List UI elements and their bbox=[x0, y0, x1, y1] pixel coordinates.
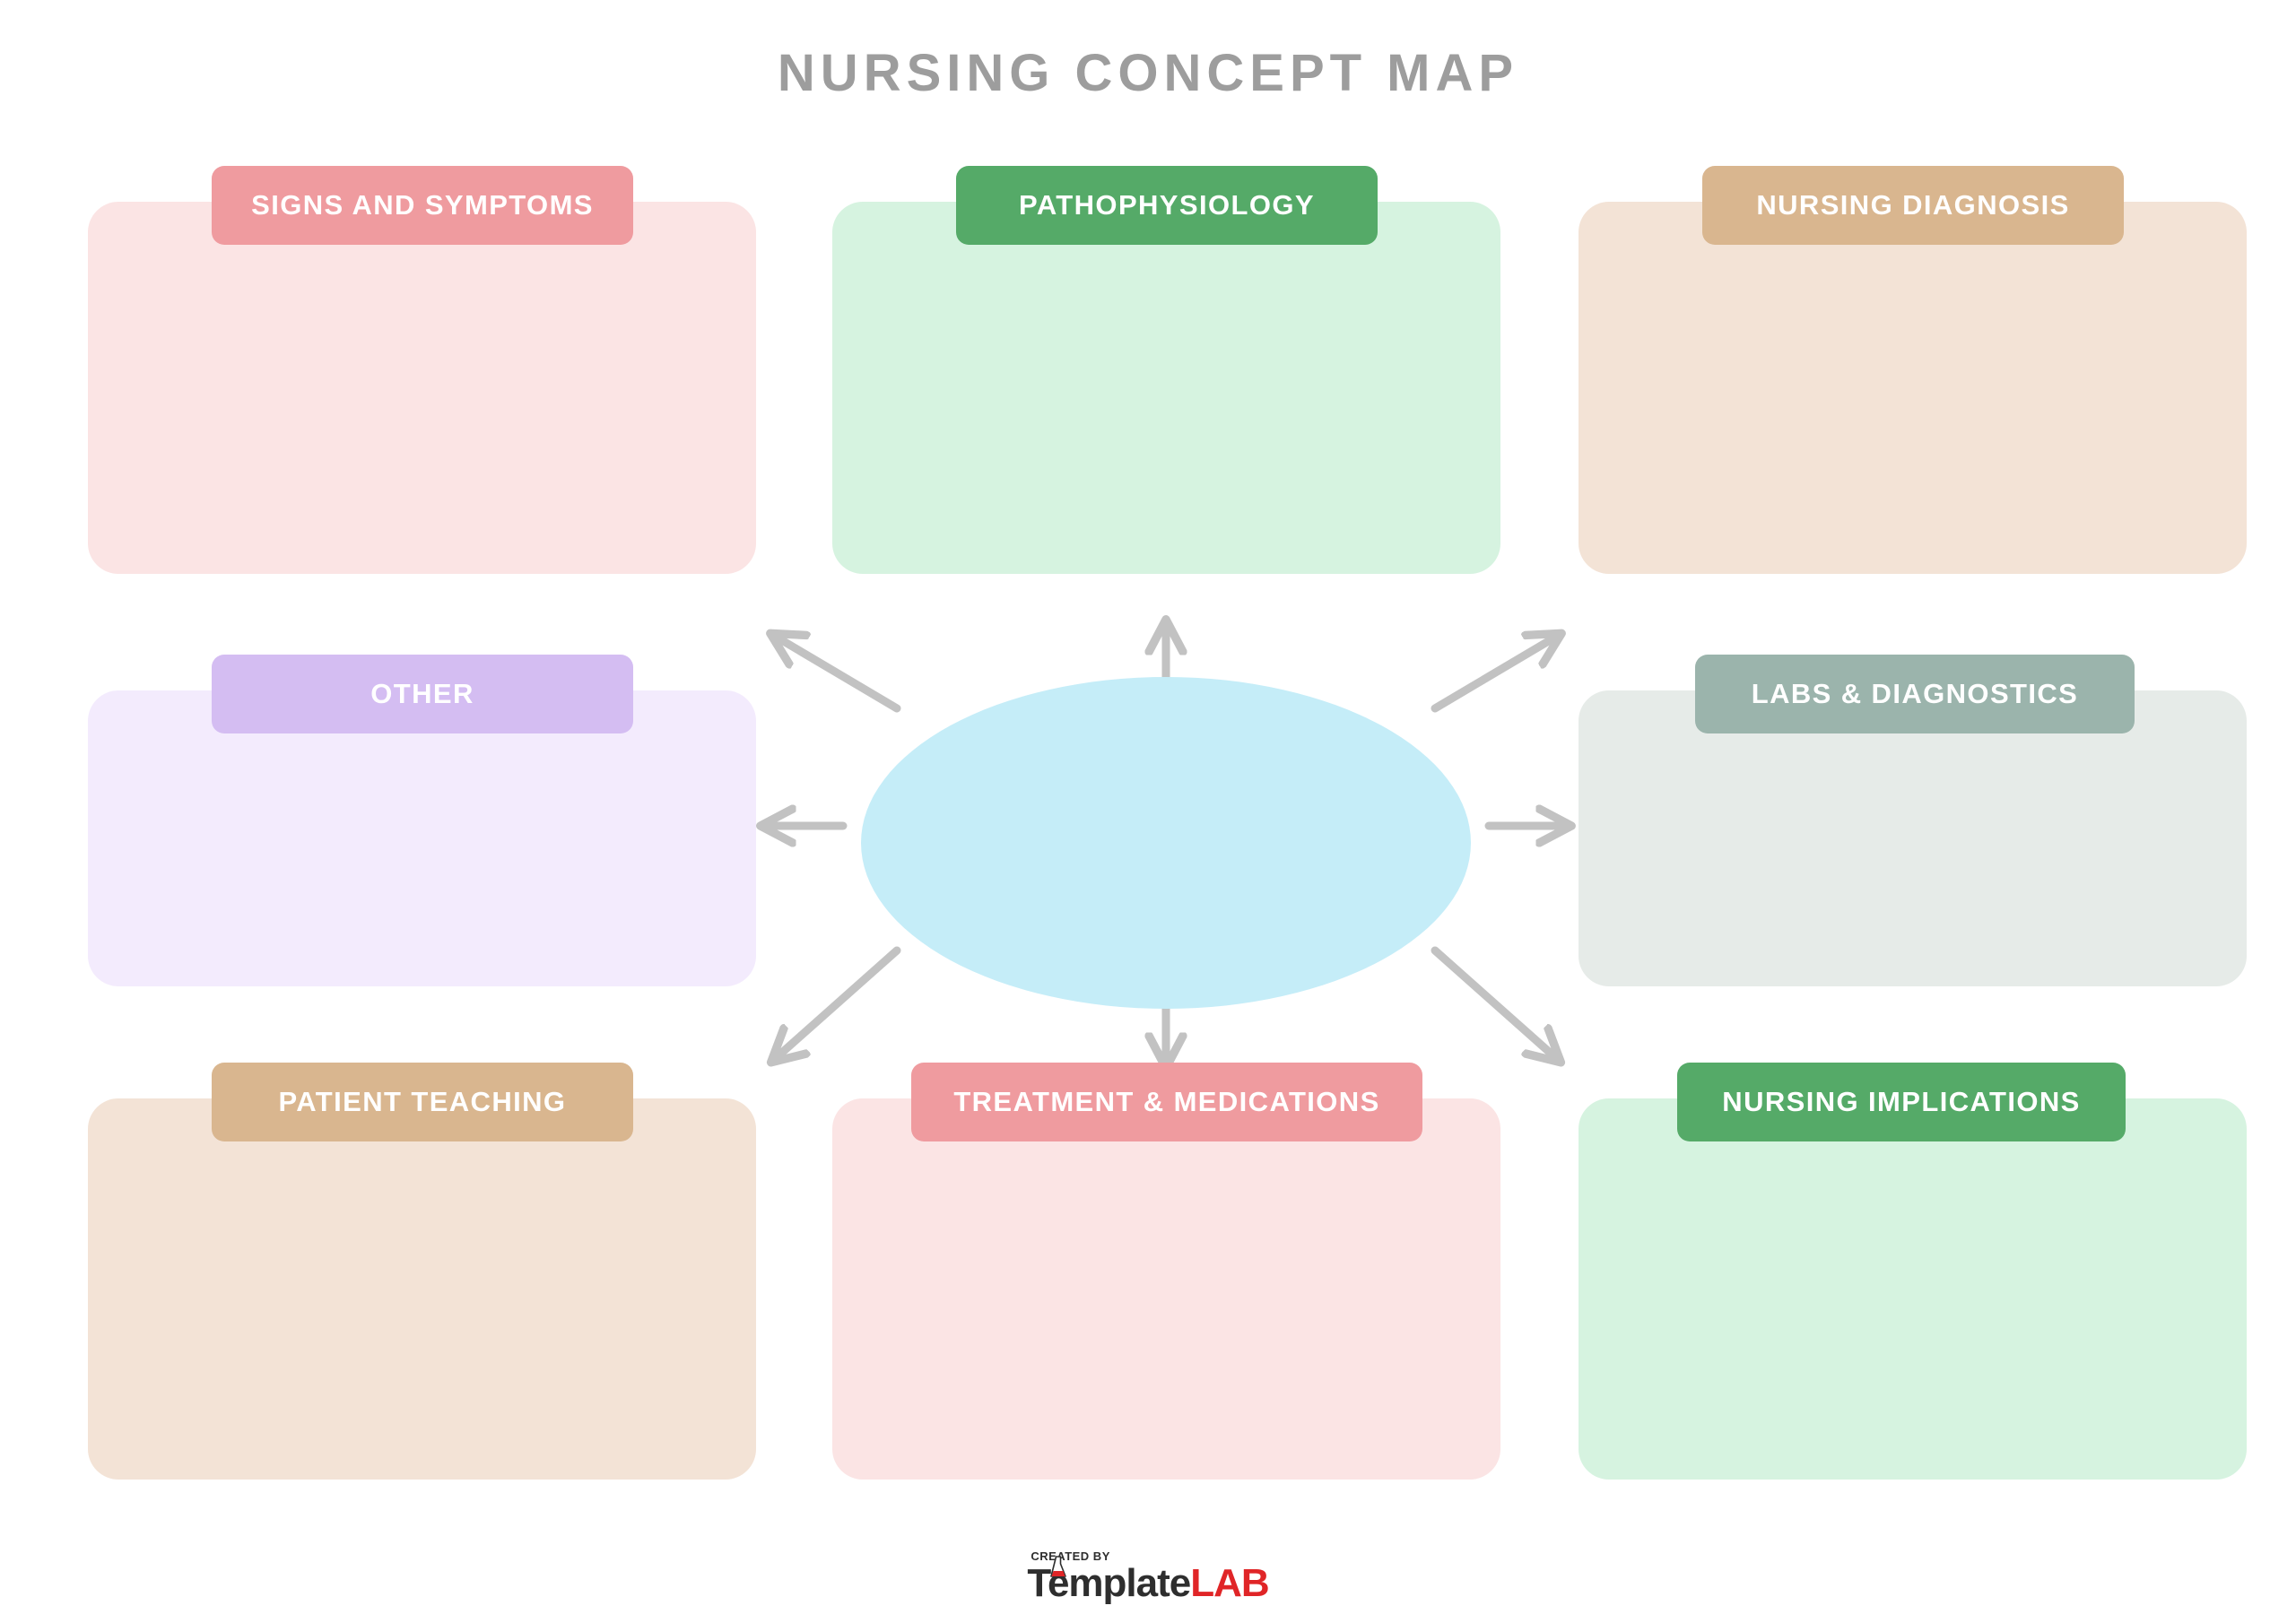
footer-logo: CREATED BY Template LAB bbox=[0, 1550, 2296, 1603]
panel-label-other: OTHER bbox=[370, 678, 474, 709]
panel-body-labs-and-diagnostics[interactable] bbox=[1578, 690, 2247, 986]
page-title: NURSING CONCEPT MAP bbox=[777, 44, 1519, 102]
panel-header-pathophysiology: PATHOPHYSIOLOGY bbox=[956, 166, 1378, 245]
logo-word-lab: LAB bbox=[1190, 1561, 1269, 1605]
panel-nursing-diagnosis: NURSING DIAGNOSIS bbox=[1578, 166, 2247, 574]
panel-header-other: OTHER bbox=[212, 655, 633, 733]
templatelab-logo: CREATED BY Template LAB bbox=[1027, 1549, 1270, 1605]
concept-map-grid: SIGNS AND SYMPTOMS PATHOPHYSIOLOGY NURSI… bbox=[0, 166, 2296, 1529]
panel-patient-teaching: PATIENT TEACHING bbox=[88, 1063, 756, 1480]
logo-wordmark: Template LAB bbox=[1027, 1556, 1270, 1605]
panel-header-patient-teaching: PATIENT TEACHING bbox=[212, 1063, 633, 1141]
flask-icon bbox=[1050, 1556, 1067, 1577]
panel-label-nursing-diagnosis: NURSING DIAGNOSIS bbox=[1756, 189, 2070, 221]
panel-body-patient-teaching[interactable] bbox=[88, 1098, 756, 1480]
panel-label-patient-teaching: PATIENT TEACHING bbox=[278, 1086, 567, 1117]
panel-body-treatment-and-medications[interactable] bbox=[832, 1098, 1500, 1480]
panel-header-nursing-implications: NURSING IMPLICATIONS bbox=[1677, 1063, 2126, 1141]
panel-other: OTHER bbox=[88, 655, 756, 986]
panel-header-treatment-and-medications: TREATMENT & MEDICATIONS bbox=[911, 1063, 1422, 1141]
panel-labs-and-diagnostics: LABS & DIAGNOSTICS bbox=[1578, 655, 2247, 986]
panel-header-labs-and-diagnostics: LABS & DIAGNOSTICS bbox=[1695, 655, 2135, 733]
logo-created-by-label: CREATED BY bbox=[1031, 1549, 1110, 1563]
panel-body-nursing-diagnosis[interactable] bbox=[1578, 202, 2247, 574]
panel-label-labs-and-diagnostics: LABS & DIAGNOSTICS bbox=[1751, 678, 2079, 709]
panel-label-signs-and-symptoms: SIGNS AND SYMPTOMS bbox=[251, 189, 594, 221]
panel-signs-and-symptoms: SIGNS AND SYMPTOMS bbox=[88, 166, 756, 574]
central-topic-ellipse[interactable] bbox=[861, 677, 1471, 1009]
panel-pathophysiology: PATHOPHYSIOLOGY bbox=[832, 166, 1500, 574]
panel-label-treatment-and-medications: TREATMENT & MEDICATIONS bbox=[953, 1086, 1380, 1117]
panel-nursing-implications: NURSING IMPLICATIONS bbox=[1578, 1063, 2247, 1480]
panel-treatment-and-medications: TREATMENT & MEDICATIONS bbox=[832, 1063, 1500, 1480]
panel-header-signs-and-symptoms: SIGNS AND SYMPTOMS bbox=[212, 166, 633, 245]
panel-body-other[interactable] bbox=[88, 690, 756, 986]
panel-label-nursing-implications: NURSING IMPLICATIONS bbox=[1722, 1086, 2081, 1117]
panel-body-pathophysiology[interactable] bbox=[832, 202, 1500, 574]
panel-header-nursing-diagnosis: NURSING DIAGNOSIS bbox=[1702, 166, 2124, 245]
panel-body-signs-and-symptoms[interactable] bbox=[88, 202, 756, 574]
panel-label-pathophysiology: PATHOPHYSIOLOGY bbox=[1019, 189, 1315, 221]
panel-body-nursing-implications[interactable] bbox=[1578, 1098, 2247, 1480]
